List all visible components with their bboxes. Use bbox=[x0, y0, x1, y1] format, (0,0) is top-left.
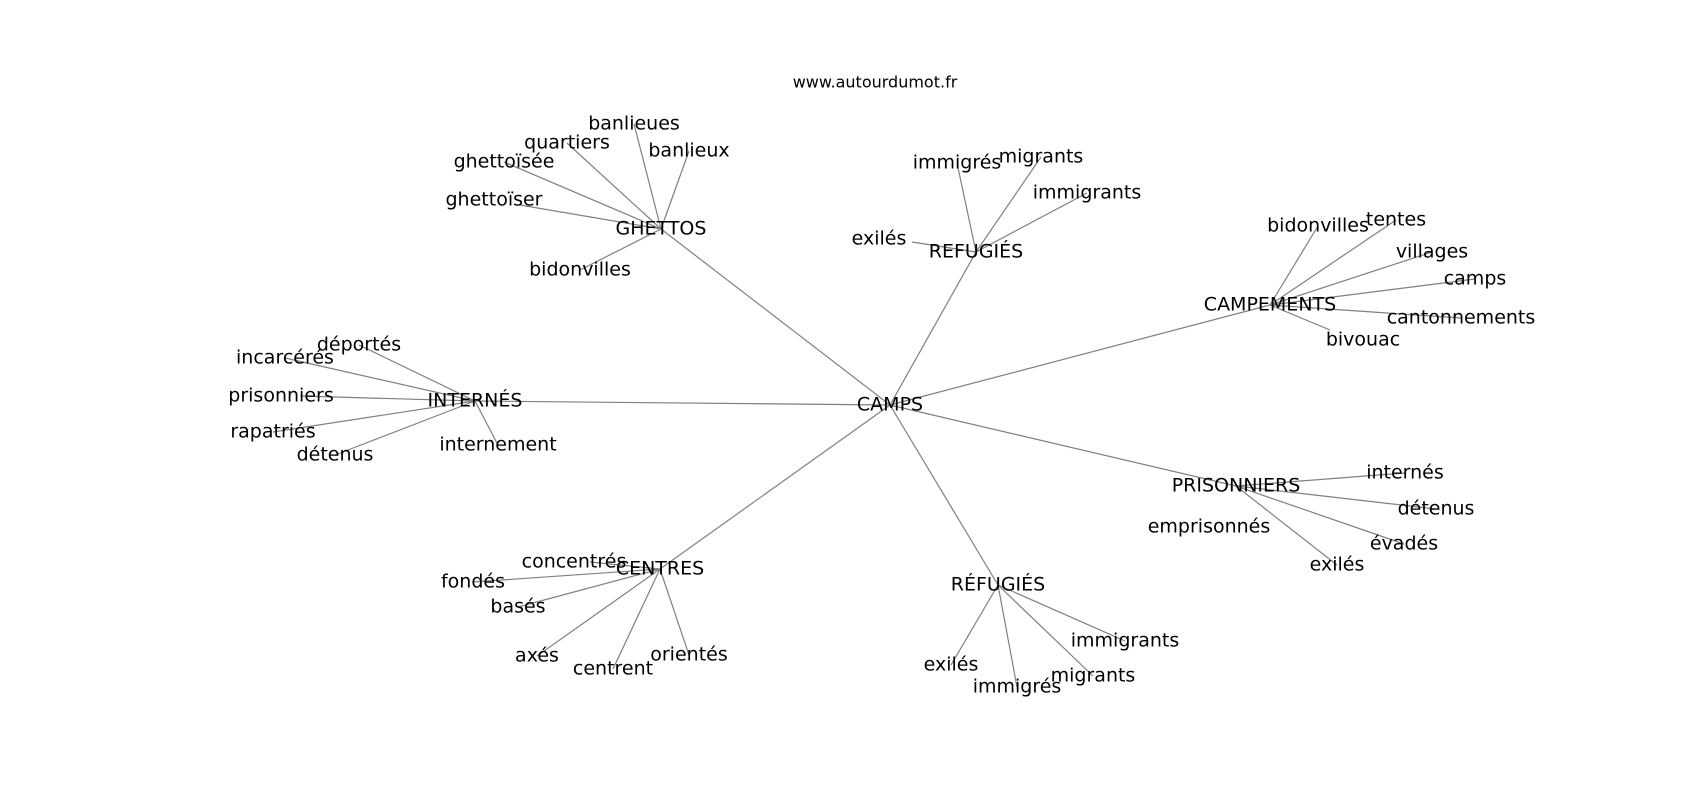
edge-camps-ghettos bbox=[660, 228, 891, 406]
node-ce_bases: basés bbox=[490, 596, 545, 618]
edge-campements-c_tentes bbox=[1269, 219, 1397, 306]
node-ce_concentres: concentrés bbox=[522, 551, 627, 573]
node-p_exiles: exilés bbox=[1310, 554, 1365, 576]
edge-campements-c_bivouac bbox=[1269, 304, 1331, 331]
edge-centres-ce_concentres bbox=[589, 561, 661, 570]
node-c_camps: camps bbox=[1444, 268, 1507, 290]
edge-refugies1-r1_exiles bbox=[911, 241, 977, 253]
edge-refugies1-r1_immigres bbox=[956, 162, 977, 253]
node-g_banlieux: banlieux bbox=[648, 140, 729, 162]
edge-ghettos-g_banlieues bbox=[633, 123, 662, 230]
node-layer: CAMPS GHETTOS REFUGIÉS CAMPEMENTS INTERNÉS PR… bbox=[228, 113, 1535, 698]
node-ce_axes: axés bbox=[515, 645, 559, 667]
edge-refugies2-r2_migrants bbox=[997, 584, 1094, 677]
node-refugies2: RÉFUGIÉS bbox=[951, 573, 1045, 596]
node-i_detenus: détenus bbox=[297, 444, 374, 466]
edge-centres-ce_centrent bbox=[612, 568, 661, 670]
edge-camps-prisonniers bbox=[889, 404, 1237, 487]
edge-camps-centres bbox=[659, 404, 891, 570]
edge-prisonniers-p_detenus bbox=[1235, 485, 1437, 510]
node-r2_immigrants: immigrants bbox=[1071, 630, 1179, 652]
edge-internes-i_deportes bbox=[358, 344, 476, 402]
edge-camps-internes bbox=[474, 400, 891, 406]
node-c_cantonnements: cantonnements bbox=[1387, 307, 1536, 329]
edge-prisonniers-p_internes bbox=[1235, 472, 1406, 487]
edge-internes-i_rapatries bbox=[272, 400, 476, 433]
node-centres: CENTRES bbox=[616, 558, 704, 580]
node-c_bivouac: bivouac bbox=[1326, 329, 1400, 351]
node-c_bidonvilles: bidonvilles bbox=[1267, 215, 1369, 237]
node-c_villages: villages bbox=[1396, 241, 1468, 263]
edge-prisonniers-p_evades bbox=[1235, 485, 1405, 545]
edge-refugies1-r1_immigrants bbox=[975, 192, 1088, 253]
node-i_internement: internement bbox=[439, 434, 556, 456]
node-p_evades: évadés bbox=[1370, 533, 1438, 555]
node-ce_orientes: orientés bbox=[650, 644, 727, 666]
node-r2_migrants: migrants bbox=[1051, 665, 1136, 687]
node-r1_immigrants: immigrants bbox=[1033, 182, 1141, 204]
edge-internes-i_prisonniers bbox=[299, 395, 476, 402]
node-p_emprisonnes: emprisonnés bbox=[1148, 516, 1271, 538]
edge-centres-ce_bases bbox=[517, 568, 661, 608]
node-i_incarceres: incarcérés bbox=[236, 347, 334, 369]
node-campements: CAMPEMENTS bbox=[1204, 294, 1336, 316]
edge-campements-c_cantonnements bbox=[1269, 304, 1462, 319]
edge-ghettos-g_bidonvilles bbox=[579, 228, 662, 271]
edge-centres-ce_orientes bbox=[659, 568, 690, 656]
edge-internes-i_detenus bbox=[334, 400, 476, 456]
edge-refugies1-r1_migrants bbox=[975, 156, 1042, 253]
node-i_deportes: déportés bbox=[317, 334, 401, 356]
edge-centres-ce_axes bbox=[536, 568, 661, 657]
node-p_detenus: détenus bbox=[1398, 498, 1475, 520]
node-ce_centrent: centrent bbox=[573, 658, 653, 680]
edge-camps-refugies1 bbox=[889, 251, 977, 406]
edge-internes-i_incarceres bbox=[284, 357, 476, 402]
node-g_bidonvilles: bidonvilles bbox=[529, 259, 631, 281]
edge-refugies2-r2_exiles bbox=[950, 584, 999, 666]
edge-ghettos-g_quartiers bbox=[566, 142, 662, 230]
edge-camps-campements bbox=[889, 304, 1271, 406]
edge-camps-refugies2 bbox=[889, 404, 999, 586]
node-camps: CAMPS bbox=[857, 394, 923, 416]
edge-ghettos-g_ghettoiser bbox=[519, 204, 662, 230]
edge-refugies2-r2_immigres bbox=[997, 584, 1018, 688]
node-r1_immigres: immigrés bbox=[913, 152, 1002, 174]
node-r1_migrants: migrants bbox=[999, 146, 1084, 168]
node-g_ghettoisee: ghettoïsée bbox=[454, 151, 555, 173]
edge-internes-i_internement bbox=[474, 400, 499, 446]
node-i_rapatries: rapatriés bbox=[230, 421, 315, 443]
edge-ghettos-g_ghettoisee bbox=[503, 161, 662, 230]
node-g_ghettoiser: ghettoïser bbox=[446, 189, 543, 211]
edge-ghettos-g_banlieux bbox=[660, 150, 690, 230]
node-prisonniers: PRISONNIERS bbox=[1172, 475, 1301, 497]
node-ce_fondes: fondés bbox=[441, 571, 505, 593]
node-p_internes: internés bbox=[1366, 462, 1444, 484]
node-r2_immigres: immigrés bbox=[973, 676, 1062, 698]
edge-layer bbox=[272, 123, 1476, 688]
site-watermark: www.autourdumot.fr bbox=[793, 73, 958, 92]
edge-campements-c_bidonvilles bbox=[1269, 225, 1319, 306]
edge-prisonniers-p_exiles bbox=[1235, 485, 1338, 566]
node-g_quartiers: quartiers bbox=[524, 132, 610, 154]
node-refugies1: REFUGIÉS bbox=[929, 240, 1023, 263]
node-c_tentes: tentes bbox=[1366, 209, 1426, 231]
edge-centres-ce_fondes bbox=[472, 568, 661, 583]
node-g_banlieues: banlieues bbox=[588, 113, 680, 135]
node-i_prisonniers: prisonniers bbox=[228, 385, 333, 407]
node-r1_exiles: exilés bbox=[852, 228, 907, 250]
node-ghettos: GHETTOS bbox=[616, 218, 707, 240]
node-r2_exiles: exilés bbox=[924, 654, 979, 676]
node-internes: INTERNÉS bbox=[428, 389, 523, 412]
edge-campements-c_villages bbox=[1269, 251, 1433, 306]
edge-refugies2-r2_immigrants bbox=[997, 584, 1126, 642]
edge-campements-c_camps bbox=[1269, 278, 1476, 306]
